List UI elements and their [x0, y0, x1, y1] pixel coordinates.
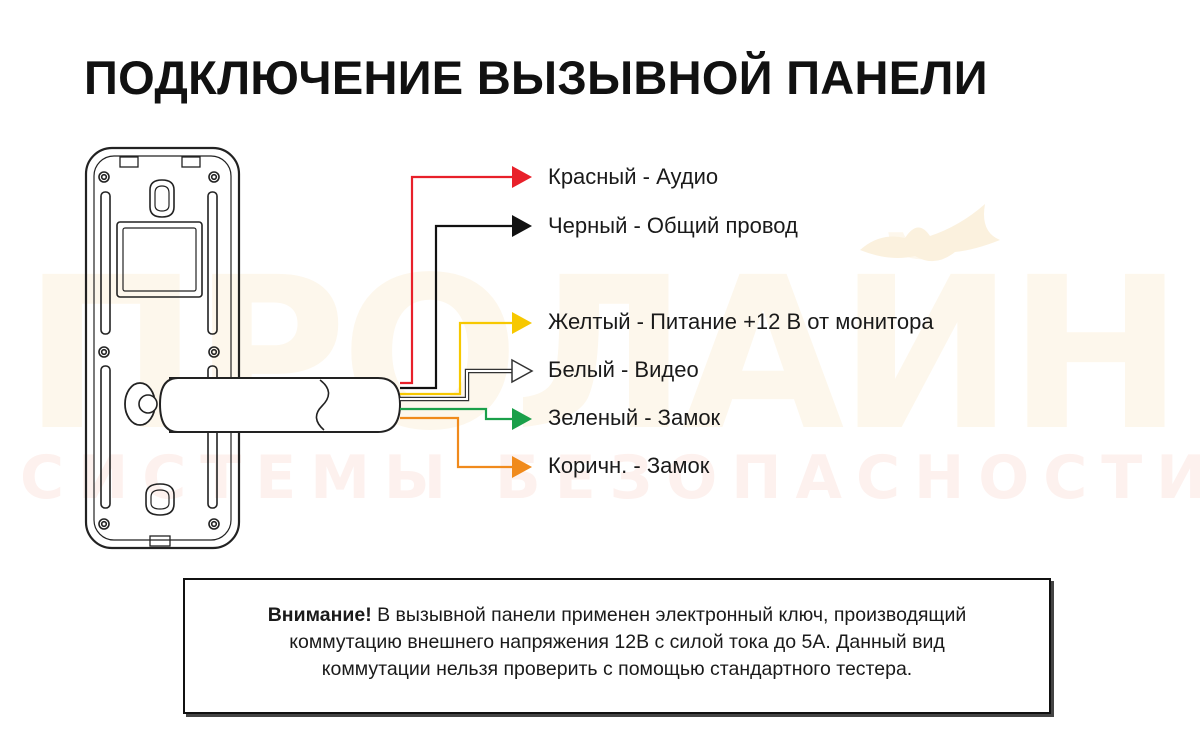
wire-white-inner [400, 370, 512, 400]
wire-arrows [511, 166, 534, 478]
wire-label-red: Красный - Аудио [548, 164, 719, 189]
warning-text: Внимание! В вызывной панели применен эле… [185, 602, 1049, 683]
wire-green [400, 407, 512, 421]
arrow-green-icon [512, 408, 532, 430]
wire-label-black: Черный - Общий провод [548, 213, 798, 238]
arrow-red-icon [512, 166, 532, 188]
wire-label-white: Белый - Видео [548, 357, 699, 382]
wire-brown [400, 416, 512, 469]
wire-label-green: Зеленый - Замок [548, 405, 721, 430]
wire-label-yellow: Желтый - Питание +12 В от монитора [548, 309, 934, 334]
arrow-yellow-icon [512, 312, 532, 334]
arrow-brown-icon [512, 456, 532, 478]
call-panel-back [84, 146, 241, 550]
warning-line-1: В вызывной панели применен электронный к… [371, 604, 967, 626]
wire-red [400, 175, 512, 385]
warning-notice: Внимание! В вызывной панели применен эле… [183, 578, 1051, 714]
wire-black [400, 224, 512, 390]
warning-line-2: коммутацию внешнего напряжения 12В с сил… [289, 631, 945, 653]
cable-bundle [124, 377, 402, 433]
wire-label-brown: Коричн. - Замок [548, 453, 710, 478]
arrow-black-icon [512, 215, 532, 237]
warning-line-3: коммутации нельзя проверить с помощью ст… [321, 658, 913, 680]
wires [400, 175, 512, 469]
page-title: ПОДКЛЮЧЕНИЕ ВЫЗЫВНОЙ ПАНЕЛИ [84, 51, 988, 104]
warning-strong: Внимание! [267, 604, 372, 626]
arrow-white-icon [511, 358, 534, 384]
wire-yellow [400, 321, 512, 396]
